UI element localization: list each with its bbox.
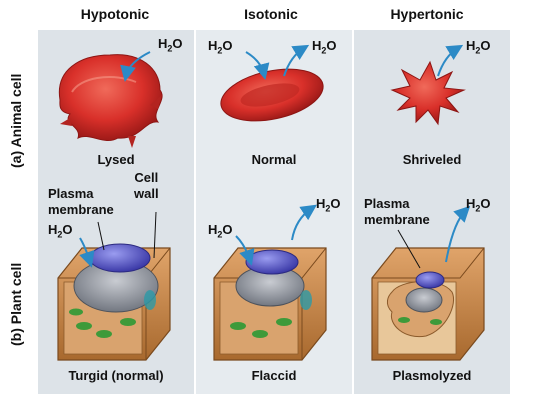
lysed-red-blood-cell: [58, 54, 163, 148]
water-label: H2O: [158, 36, 183, 54]
column-header-hypertonic: Hypertonic: [390, 6, 464, 22]
water-label: H2O: [466, 196, 491, 214]
water-out-arrow-plasmolyzed: [445, 205, 471, 263]
plasma-membrane-right-label: Plasma membrane: [364, 196, 430, 227]
cell-wall-label: Cell wall: [134, 170, 159, 201]
water-in-arrow-lysed: [120, 51, 151, 82]
water-label: H2O: [316, 196, 341, 214]
water-in-arrow-normal: [245, 51, 270, 80]
state-label-plasmolyzed: Plasmolyzed: [392, 368, 472, 383]
water-out-arrow-shriveled: [437, 44, 464, 77]
water-label: H2O: [312, 38, 337, 56]
water-label: H2O: [208, 222, 233, 240]
water-label: H2O: [208, 38, 233, 56]
column-header-isotonic: Isotonic: [244, 6, 298, 22]
plasma-membrane-right-pointer: [397, 229, 421, 269]
plasmolyzed-plant-cell: [371, 247, 485, 361]
flaccid-plant-cell: [213, 247, 327, 361]
water-in-arrow-turgid: [79, 237, 95, 268]
state-label-shriveled: Shriveled: [402, 152, 462, 167]
cell-wall-pointer: [153, 211, 157, 259]
plasma-membrane-pointer: [97, 221, 105, 251]
state-label-lysed: Lysed: [97, 152, 135, 167]
state-label-turgid: Turgid (normal): [68, 368, 164, 383]
normal-red-blood-cell: [220, 68, 324, 122]
state-label-flaccid: Flaccid: [251, 368, 297, 383]
state-label-normal: Normal: [251, 152, 297, 167]
water-in-arrow-flaccid: [235, 235, 255, 266]
shriveled-red-blood-cell: [390, 60, 466, 126]
water-out-arrow-normal: [283, 44, 310, 77]
water-label: H2O: [48, 222, 73, 240]
turgid-plant-cell: [57, 243, 171, 361]
column-header-hypotonic: Hypotonic: [80, 6, 150, 22]
plasma-membrane-label: Plasma membrane: [48, 186, 114, 217]
water-out-arrow-flaccid: [291, 204, 317, 241]
water-label: H2O: [466, 38, 491, 56]
